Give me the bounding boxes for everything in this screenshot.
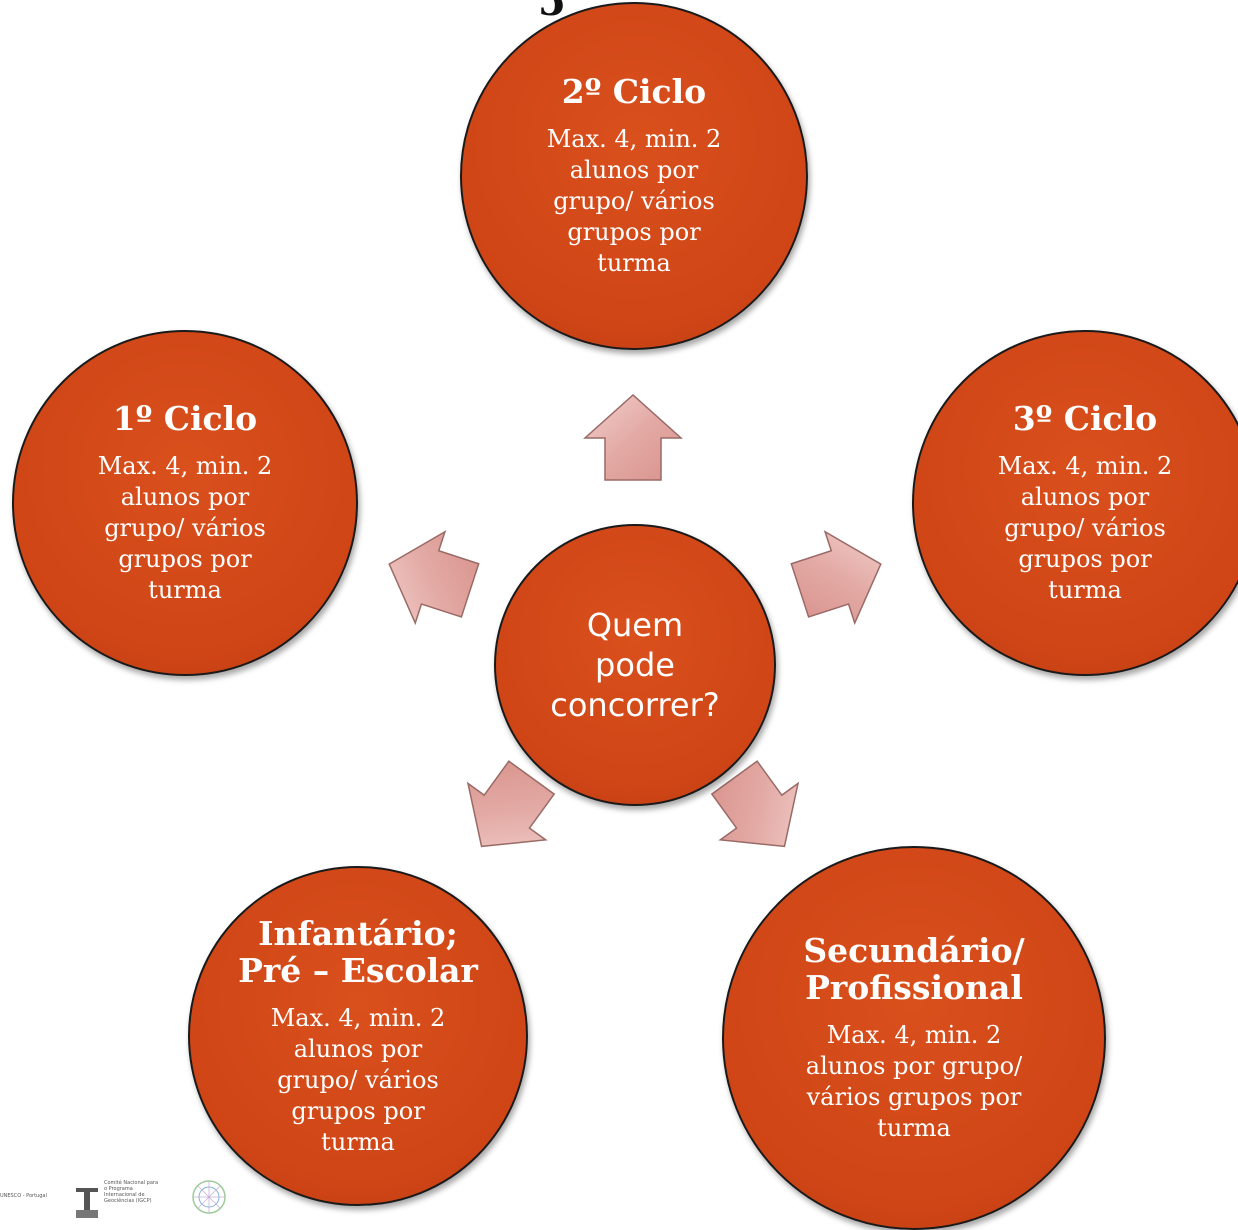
node-title: Infantário; Pré – Escolar [238,913,478,990]
globe-logo-icon [192,1180,226,1214]
arrow-to-infantario [466,760,556,848]
footer-logos: UNESCO - Portugal Comité Nacional para o… [0,1178,260,1219]
arrow-to-3-ciclo [790,530,882,626]
unesco-logo-text: UNESCO - Portugal [0,1193,47,1199]
arrow-to-2-ciclo [583,393,683,481]
node-2-ciclo: 2º Ciclo Max. 4, min. 2 alunos por grupo… [460,2,808,350]
node-1-ciclo: 1º Ciclo Max. 4, min. 2 alunos por grupo… [12,330,358,676]
center-node: Quem pode concorrer? [494,524,776,806]
node-body: Max. 4, min. 2 alunos por grupo/ vários … [97,452,273,604]
node-body: Max. 4, min. 2 alunos por grupo/ vários … [805,1021,1023,1142]
node-body: Max. 4, min. 2 alunos por grupo/ vários … [997,452,1173,604]
center-label: Quem pode concorrer? [550,606,720,724]
node-infantario: Infantário; Pré – Escolar Max. 4, min. 2… [188,866,528,1206]
arrow-to-1-ciclo [388,530,480,626]
arrow-to-secundario [710,760,800,848]
node-body: Max. 4, min. 2 alunos por grupo/ vários … [546,125,722,277]
node-title: 2º Ciclo [561,72,707,111]
node-title: 3º Ciclo [1012,399,1158,438]
igcp-logo-icon [76,1188,98,1218]
igcp-logo-text: Comité Nacional para o Programa Internac… [104,1180,159,1204]
node-secundario: Secundário/ Profissional Max. 4, min. 2 … [722,846,1106,1230]
node-3-ciclo: 3º Ciclo Max. 4, min. 2 alunos por grupo… [912,330,1238,676]
node-body: Max. 4, min. 2 alunos por grupo/ vários … [270,1003,446,1156]
node-title: Secundário/ Profissional [803,931,1025,1007]
node-title: 1º Ciclo [112,399,258,438]
